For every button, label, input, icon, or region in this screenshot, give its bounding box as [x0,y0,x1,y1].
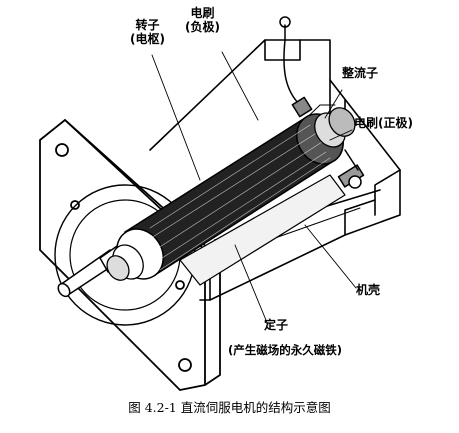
brush-negative-label: 电刷 (负极) [185,6,220,34]
bolt-hole-icon [178,358,192,372]
terminal-icon [279,16,291,28]
housing-label: 机壳 [356,283,381,297]
bolt-hole-icon [70,200,80,210]
stator-magnet [179,174,346,286]
bearing [106,244,144,281]
brush-negative-label-line1: 电刷 [190,6,215,20]
brush-negative [279,16,313,118]
rotor-label-line2: (电枢) [130,32,165,46]
brush-positive [337,149,365,189]
figure-caption: 图 4.2-1 直流伺服电机的结构示意图 [128,400,331,415]
stator-label: 定子 [264,318,289,332]
brush-positive-label: 电刷(正极) [354,116,413,130]
leader-lines [151,51,357,326]
rotor-label-line1: 转子 [135,18,160,32]
stator-desc-label: (产生磁场的永久磁铁) [228,343,343,357]
bolt-hole-icon [175,280,185,290]
rotor-label: 转子 (电枢) [130,18,165,46]
commutator [314,107,356,148]
commutator-label: 整流子 [342,66,379,80]
bolt-hole-icon [55,143,69,157]
brush-negative-label-line2: (负极) [185,20,220,34]
